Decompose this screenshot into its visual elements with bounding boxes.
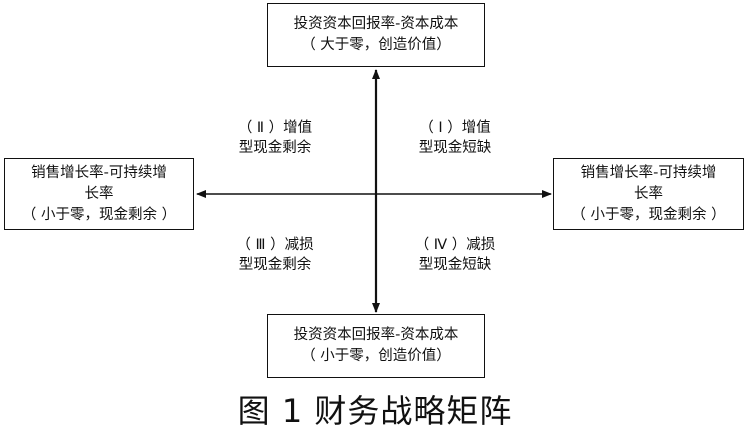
roic-negative-title: 投资资本回报率-资本成本 xyxy=(293,327,459,343)
roic-positive-note: （ 大于零，创造价值） xyxy=(301,37,451,53)
growth-left-title-1: 销售增长率-可持续增 xyxy=(31,164,167,181)
quadrant-2-label: （ Ⅱ ）增值 型现金剩余 xyxy=(220,118,330,158)
growth-right-title-1: 销售增长率-可持续增 xyxy=(580,164,717,181)
roic-positive-box: 投资资本回报率-资本成本 （ 大于零，创造价值） xyxy=(267,3,485,67)
growth-right-box: 销售增长率-可持续增 长率 （ 小于零，现金剩余 ） xyxy=(553,158,744,230)
quadrant-2-line-1: （ Ⅱ ）增值 xyxy=(237,120,313,136)
quadrant-3-label: （ Ⅲ ）减损 型现金剩余 xyxy=(220,235,330,275)
quadrant-3-line-2: 型现金剩余 xyxy=(238,257,312,273)
quadrant-1-line-1: （ Ⅰ ）增值 xyxy=(419,120,491,136)
roic-positive-title: 投资资本回报率-资本成本 xyxy=(293,16,459,32)
quadrant-4-line-2: 型现金短缺 xyxy=(418,257,492,273)
figure-caption: 图 1 财务战略矩阵 xyxy=(237,392,513,430)
quadrant-2-line-2: 型现金剩余 xyxy=(238,140,312,156)
growth-right-note: （ 小于零，现金剩余 ） xyxy=(571,206,726,223)
roic-negative-note: （ 小于零，创造价值） xyxy=(301,348,451,364)
growth-right-title-2: 长率 xyxy=(634,185,663,202)
growth-left-box: 销售增长率-可持续增 长率 （ 小于零，现金剩余 ） xyxy=(4,158,194,230)
growth-left-note: （ 小于零，现金剩余 ） xyxy=(21,206,177,223)
growth-left-title-2: 长率 xyxy=(84,185,114,202)
quadrant-4-label: （ Ⅳ ）减损 型现金短缺 xyxy=(400,235,510,275)
quadrant-4-line-1: （ Ⅳ ）减损 xyxy=(414,237,496,253)
quadrant-1-line-2: 型现金短缺 xyxy=(418,140,492,156)
quadrant-1-label: （ Ⅰ ）增值 型现金短缺 xyxy=(400,118,510,158)
quadrant-3-line-1: （ Ⅲ ）减损 xyxy=(236,237,314,253)
roic-negative-box: 投资资本回报率-资本成本 （ 小于零，创造价值） xyxy=(267,314,485,378)
